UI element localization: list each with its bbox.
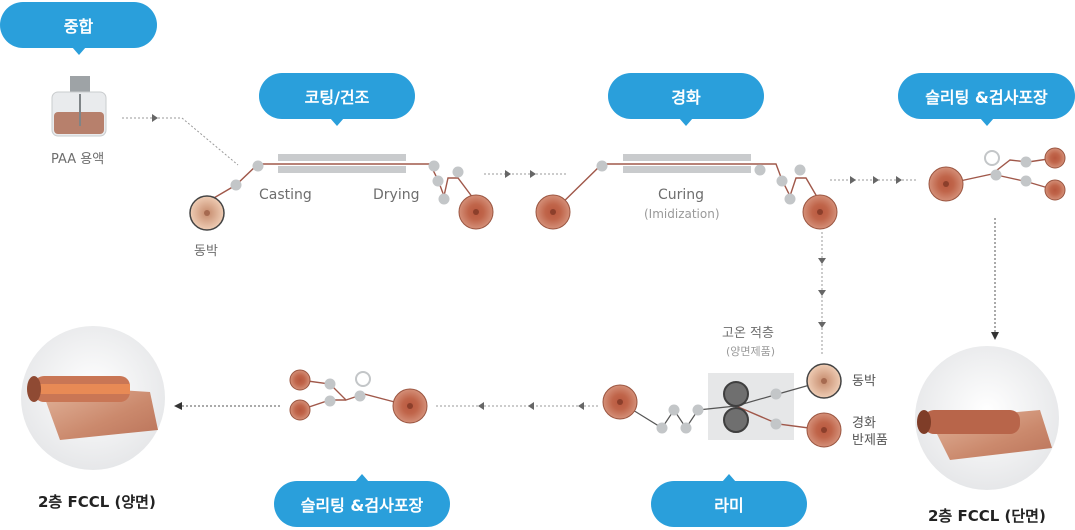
step-lamination: 라미 (651, 474, 807, 527)
curing-line (535, 154, 838, 230)
coating-line (189, 154, 494, 231)
double-side-product-note: (양면제품) (726, 345, 776, 358)
step-slitting-top: 슬리팅 &검사포장 (898, 73, 1075, 126)
cured-semi-product-label-2: 반제품 (852, 433, 888, 448)
connector-slitting-double (174, 402, 282, 410)
connector-lamination-slitting (436, 402, 598, 410)
step-coating: 코팅/건조 (259, 73, 415, 126)
paa-solution-label: PAA 용액 (51, 152, 105, 167)
double-sided-fccl-title: 2층 FCCL (양면) (38, 493, 156, 511)
lamination-copper-foil-label: 동박 (852, 374, 876, 389)
roller (230, 179, 242, 191)
curing-label: Curing (658, 187, 705, 203)
single-sided-product-image (915, 346, 1059, 490)
step-lamination-label: 라미 (714, 496, 744, 515)
slitting-line-top (928, 147, 1066, 202)
casting-label: Casting (259, 187, 312, 203)
lamination-unit (602, 363, 842, 448)
drying-label: Drying (373, 187, 420, 203)
high-temp-lamination-label: 고온 적층 (722, 326, 774, 341)
slitting-line-bottom (289, 369, 428, 424)
connector-mixing-coating (122, 114, 239, 166)
paa-beaker (51, 76, 107, 137)
roller (428, 160, 440, 172)
copper-foil-label: 동박 (194, 244, 218, 259)
step-curing-label: 경화 (671, 88, 701, 107)
connector-slitting-single (991, 218, 999, 340)
roller (252, 160, 264, 172)
cured-semi-product-label-1: 경화 (852, 416, 876, 431)
single-sided-fccl-title: 2층 FCCL (단면) (928, 507, 1046, 525)
imidization-label: (Imidization) (644, 207, 720, 221)
connector-curing-lamination (818, 232, 826, 356)
roller (438, 193, 450, 205)
double-sided-product-image (21, 326, 165, 470)
step-slitting-top-label: 슬리팅 &검사포장 (925, 88, 1048, 107)
step-mixing: 중합 (0, 2, 157, 55)
roller (432, 175, 444, 187)
step-mixing-label: 중합 (63, 17, 94, 36)
roller (452, 166, 464, 178)
connector-coating-curing (484, 170, 566, 178)
step-slitting-bottom: 슬리팅 &검사포장 (274, 474, 450, 527)
step-curing: 경화 (608, 73, 764, 126)
step-coating-label: 코팅/건조 (304, 88, 370, 107)
connector-curing-slitting (830, 176, 918, 184)
step-slitting-bottom-label: 슬리팅 &검사포장 (300, 496, 424, 515)
